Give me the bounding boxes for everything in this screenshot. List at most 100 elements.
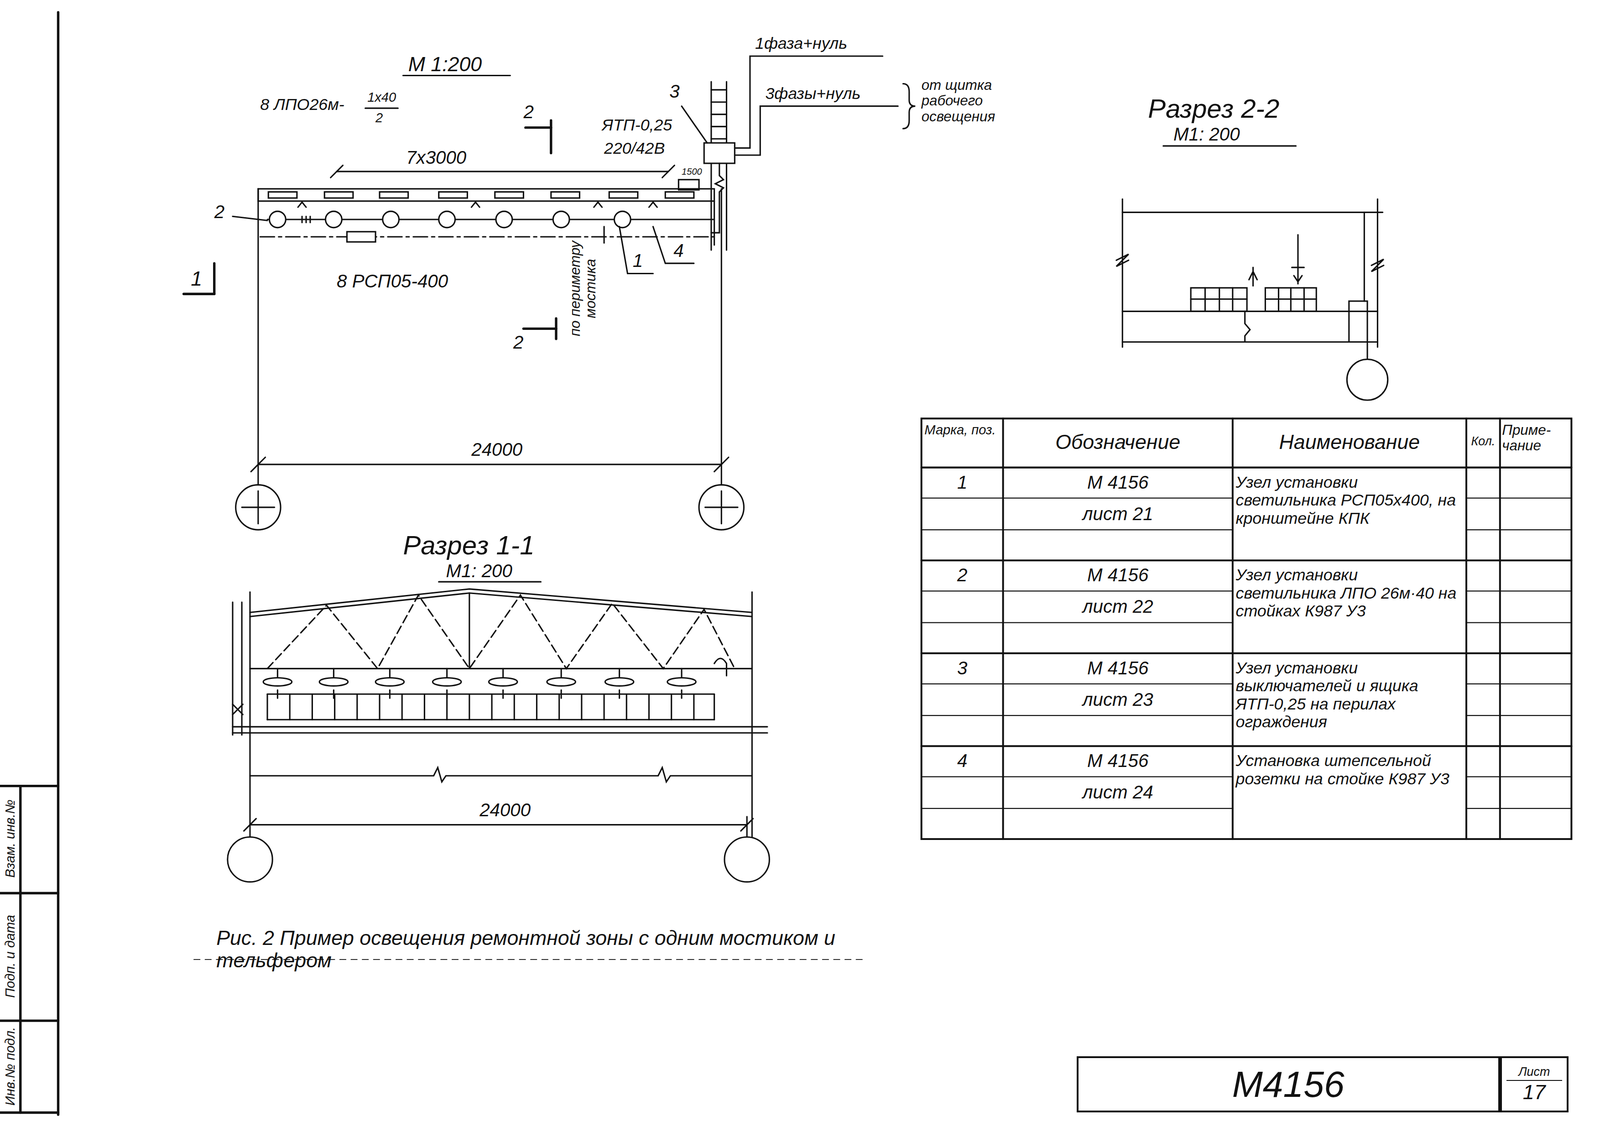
platform-plan bbox=[269, 211, 286, 228]
stamp-field: Взам. инв.№ bbox=[2, 799, 18, 879]
platform-plan bbox=[609, 192, 638, 199]
table-cell: лист 21 bbox=[1005, 504, 1231, 525]
section-2-2 bbox=[1366, 341, 1368, 360]
platform-plan bbox=[438, 192, 468, 199]
table-header: Приме- чание bbox=[1501, 422, 1570, 454]
riser-and-feeders bbox=[678, 56, 916, 251]
riser-and-feeders bbox=[725, 81, 728, 251]
section-1-1 bbox=[232, 725, 768, 728]
platform-plan bbox=[346, 231, 376, 242]
section-title: Разрез 2-2 bbox=[1147, 93, 1280, 124]
section-2-2 bbox=[1249, 267, 1258, 286]
section-2-2 bbox=[1122, 310, 1378, 313]
section-1-1 bbox=[468, 593, 470, 669]
dimension-and-section-marks bbox=[336, 170, 669, 172]
riser-and-feeders bbox=[678, 179, 699, 190]
section-1-1 bbox=[232, 732, 768, 734]
section-1-1 bbox=[250, 593, 752, 617]
platform-plan bbox=[379, 192, 409, 199]
section-2-2 bbox=[1116, 254, 1129, 267]
platform-plan bbox=[302, 216, 311, 223]
sheet-border bbox=[0, 784, 58, 787]
section-2-2 bbox=[1265, 287, 1317, 312]
table-cell: М 4156 bbox=[1005, 658, 1231, 679]
table-cell: Установка штепсельной розетки на стойке … bbox=[1235, 751, 1463, 788]
section-1-1 bbox=[751, 592, 753, 838]
section-title: Разрез 1-1 bbox=[402, 530, 535, 560]
sheet-border bbox=[19, 786, 22, 1113]
specification-table bbox=[1231, 418, 1234, 840]
section-1-1 bbox=[488, 677, 518, 686]
dimension-and-section-marks bbox=[523, 327, 557, 330]
section-2-2 bbox=[1163, 145, 1297, 147]
section-1-1 bbox=[277, 689, 682, 699]
lamp-spec: 8 РСП05-400 bbox=[336, 271, 449, 292]
field-text: 17 bbox=[1522, 1080, 1546, 1104]
section-2-2 bbox=[1190, 287, 1247, 312]
scale-note: М1: 200 bbox=[445, 561, 512, 582]
dimension-and-section-marks bbox=[183, 86, 694, 339]
section-2-2 bbox=[1371, 259, 1384, 272]
feeder-note: 3фазы+нуль bbox=[765, 84, 861, 103]
section-1-1 bbox=[250, 667, 752, 670]
specification-table bbox=[1465, 418, 1468, 840]
riser-and-feeders bbox=[902, 83, 916, 129]
callout-number: 4 bbox=[673, 240, 684, 261]
section-1-1 bbox=[250, 767, 752, 782]
feeder-source-note: от щитка рабочего освещения bbox=[921, 77, 1044, 125]
section-2-2 bbox=[1122, 341, 1378, 343]
specification-table bbox=[921, 559, 1572, 562]
table-cell: лист 23 bbox=[1005, 689, 1231, 710]
specification-table bbox=[921, 466, 1572, 469]
plan-frame bbox=[720, 188, 723, 485]
sheet-border bbox=[57, 12, 60, 1115]
table-cell: Узел установки выключателей и ящика ЯТП-… bbox=[1235, 659, 1463, 731]
sheet-border bbox=[0, 1019, 58, 1022]
callout-number: 1 bbox=[632, 250, 643, 272]
table-cell: 3 bbox=[923, 658, 1001, 679]
section-1-1 bbox=[241, 602, 243, 735]
section-2-2 bbox=[1116, 145, 1388, 401]
platform-plan bbox=[268, 192, 298, 199]
sheet-number-field: Лист17 bbox=[1500, 1056, 1569, 1113]
scale-note: М 1:200 bbox=[408, 52, 483, 76]
platform-plan bbox=[713, 201, 715, 245]
riser-and-feeders bbox=[703, 142, 735, 164]
plan-frame bbox=[250, 457, 266, 472]
section-2-2 bbox=[1292, 234, 1305, 284]
section-1-1 bbox=[232, 704, 243, 715]
platform-plan bbox=[495, 211, 513, 228]
dimension-and-section-marks bbox=[549, 120, 553, 154]
table-cell: М 4156 bbox=[1005, 750, 1231, 772]
section-1-1 bbox=[267, 594, 735, 669]
box-spec: 220/42В bbox=[604, 139, 665, 158]
callout-number: 2 bbox=[214, 202, 225, 223]
platform-plan bbox=[552, 211, 570, 228]
specification-table bbox=[921, 418, 1572, 840]
table-header: Марка, поз. bbox=[924, 422, 1001, 438]
dimension-and-section-marks bbox=[330, 165, 344, 178]
plan-frame bbox=[258, 463, 722, 465]
section-1-1 bbox=[250, 823, 747, 826]
platform-plan bbox=[495, 192, 524, 199]
table-cell: Узел установки светильника ЛПО 26м·40 на… bbox=[1235, 566, 1463, 621]
title-block-field: М4156 bbox=[1076, 1056, 1501, 1113]
table-cell: 1 bbox=[923, 472, 1001, 493]
table-cell: М 4156 bbox=[1005, 565, 1231, 586]
section-2-2 bbox=[1363, 212, 1366, 302]
section-1-1 bbox=[604, 677, 634, 686]
dimension: 24000 bbox=[479, 800, 531, 821]
section-1-1 bbox=[227, 836, 273, 882]
field-text: Лист bbox=[1506, 1065, 1563, 1081]
table-header: Наименование bbox=[1234, 430, 1465, 454]
section-1-1 bbox=[375, 677, 405, 686]
plan-frame bbox=[257, 188, 259, 485]
riser-and-feeders bbox=[734, 106, 898, 156]
sheet-border bbox=[0, 891, 58, 895]
section-2-2 bbox=[1346, 359, 1388, 400]
section-2-2 bbox=[1190, 287, 1247, 312]
section-2-2 bbox=[1376, 198, 1379, 347]
dimension: 24000 bbox=[471, 439, 523, 460]
section-1-1 bbox=[319, 677, 349, 686]
section-1-1 bbox=[667, 677, 697, 686]
